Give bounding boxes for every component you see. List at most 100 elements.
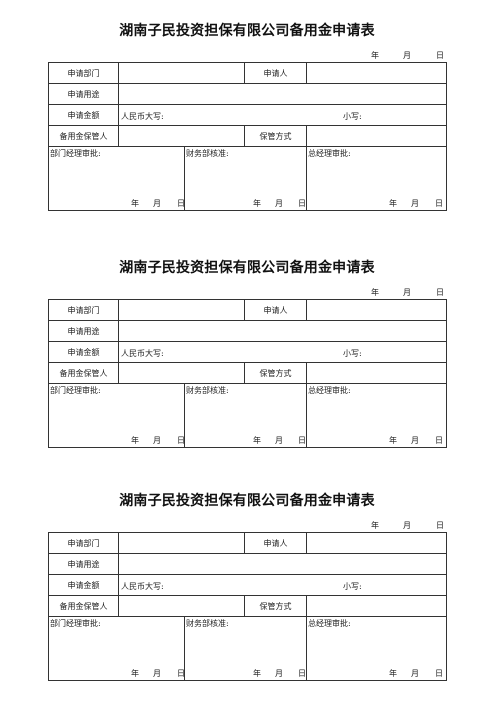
amount-field[interactable]: 人民币大写: 小写: <box>118 104 447 126</box>
purpose-field[interactable] <box>118 320 447 342</box>
approval-day: 日 <box>298 669 306 678</box>
approval-month: 月 <box>275 199 283 208</box>
approval-year: 年 <box>253 669 261 678</box>
custody-method-label: 保管方式 <box>244 125 307 147</box>
form-table: 申请部门 申请人 申请用途 申请金额 人民币大写: 小写: 备用金保管人 保管方… <box>48 62 447 211</box>
department-field[interactable] <box>118 299 245 321</box>
finance-label: 财务部核准: <box>186 386 229 395</box>
gm-approval[interactable]: 总经理审批: 年 月 日 <box>306 616 447 681</box>
amount-label: 申请金额 <box>48 341 119 363</box>
approval-month: 月 <box>153 436 161 445</box>
purpose-label: 申请用途 <box>48 83 119 105</box>
approval-month: 月 <box>411 669 419 678</box>
header-day: 日 <box>436 288 444 297</box>
dept-manager-approval[interactable]: 部门经理审批: 年 月 日 <box>48 383 185 448</box>
approval-month: 月 <box>411 436 419 445</box>
amount-label: 申请金额 <box>48 104 119 126</box>
header-year: 年 <box>371 521 379 530</box>
gm-approval[interactable]: 总经理审批: 年 月 日 <box>306 383 447 448</box>
custody-method-field[interactable] <box>306 595 447 617</box>
approval-day: 日 <box>177 669 185 678</box>
approval-year: 年 <box>389 436 397 445</box>
custody-method-label: 保管方式 <box>244 362 307 384</box>
custodian-label: 备用金保管人 <box>48 595 119 617</box>
header-year: 年 <box>371 51 379 60</box>
approval-year: 年 <box>131 199 139 208</box>
approval-day: 日 <box>177 436 185 445</box>
approval-day: 日 <box>177 199 185 208</box>
approval-year: 年 <box>253 199 261 208</box>
custodian-field[interactable] <box>118 125 245 147</box>
approval-year: 年 <box>131 669 139 678</box>
dept-manager-label: 部门经理审批: <box>50 149 101 158</box>
dept-manager-label: 部门经理审批: <box>50 619 101 628</box>
purpose-label: 申请用途 <box>48 320 119 342</box>
header-month: 月 <box>403 521 411 530</box>
finance-approval[interactable]: 财务部核准: 年 月 日 <box>184 616 307 681</box>
dept-manager-approval[interactable]: 部门经理审批: 年 月 日 <box>48 616 185 681</box>
approval-day: 日 <box>298 436 306 445</box>
dept-manager-approval[interactable]: 部门经理审批: 年 月 日 <box>48 146 185 211</box>
approval-day: 日 <box>435 436 443 445</box>
approval-year: 年 <box>253 436 261 445</box>
amount-upper-label: 人民币大写: <box>121 349 164 358</box>
finance-label: 财务部核准: <box>186 619 229 628</box>
finance-approval[interactable]: 财务部核准: 年 月 日 <box>184 146 307 211</box>
approval-year: 年 <box>131 436 139 445</box>
custody-method-label: 保管方式 <box>244 595 307 617</box>
department-field[interactable] <box>118 532 245 554</box>
header-date: 年 月 日 <box>48 287 446 299</box>
amount-upper-label: 人民币大写: <box>121 112 164 121</box>
header-month: 月 <box>403 51 411 60</box>
department-label: 申请部门 <box>48 62 119 84</box>
amount-lower-label: 小写: <box>343 582 362 591</box>
approval-month: 月 <box>153 199 161 208</box>
gm-label: 总经理审批: <box>308 619 351 628</box>
header-date: 年 月 日 <box>48 50 446 62</box>
custodian-field[interactable] <box>118 595 245 617</box>
applicant-label: 申请人 <box>244 299 307 321</box>
approval-month: 月 <box>153 669 161 678</box>
header-day: 日 <box>436 51 444 60</box>
applicant-label: 申请人 <box>244 532 307 554</box>
header-month: 月 <box>403 288 411 297</box>
finance-label: 财务部核准: <box>186 149 229 158</box>
applicant-field[interactable] <box>306 62 447 84</box>
gm-approval[interactable]: 总经理审批: 年 月 日 <box>306 146 447 211</box>
form-table: 申请部门 申请人 申请用途 申请金额 人民币大写: 小写: 备用金保管人 保管方… <box>48 532 447 681</box>
amount-field[interactable]: 人民币大写: 小写: <box>118 341 447 363</box>
amount-upper-label: 人民币大写: <box>121 582 164 591</box>
header-day: 日 <box>436 521 444 530</box>
department-label: 申请部门 <box>48 532 119 554</box>
department-field[interactable] <box>118 62 245 84</box>
custody-method-field[interactable] <box>306 125 447 147</box>
applicant-label: 申请人 <box>244 62 307 84</box>
approval-month: 月 <box>275 669 283 678</box>
custodian-label: 备用金保管人 <box>48 125 119 147</box>
amount-field[interactable]: 人民币大写: 小写: <box>118 574 447 596</box>
purpose-field[interactable] <box>118 553 447 575</box>
applicant-field[interactable] <box>306 299 447 321</box>
custody-method-field[interactable] <box>306 362 447 384</box>
amount-lower-label: 小写: <box>343 349 362 358</box>
form-table: 申请部门 申请人 申请用途 申请金额 人民币大写: 小写: 备用金保管人 保管方… <box>48 299 447 448</box>
header-year: 年 <box>371 288 379 297</box>
form-title: 湖南子民投资担保有限公司备用金申请表 <box>119 23 375 39</box>
approval-year: 年 <box>389 669 397 678</box>
approval-day: 日 <box>435 669 443 678</box>
amount-label: 申请金额 <box>48 574 119 596</box>
purpose-field[interactable] <box>118 83 447 105</box>
header-date: 年 月 日 <box>48 520 446 532</box>
custodian-label: 备用金保管人 <box>48 362 119 384</box>
applicant-field[interactable] <box>306 532 447 554</box>
custodian-field[interactable] <box>118 362 245 384</box>
approval-day: 日 <box>435 199 443 208</box>
approval-year: 年 <box>389 199 397 208</box>
department-label: 申请部门 <box>48 299 119 321</box>
form-title: 湖南子民投资担保有限公司备用金申请表 <box>119 493 375 509</box>
approval-month: 月 <box>411 199 419 208</box>
dept-manager-label: 部门经理审批: <box>50 386 101 395</box>
finance-approval[interactable]: 财务部核准: 年 月 日 <box>184 383 307 448</box>
gm-label: 总经理审批: <box>308 386 351 395</box>
amount-lower-label: 小写: <box>343 112 362 121</box>
